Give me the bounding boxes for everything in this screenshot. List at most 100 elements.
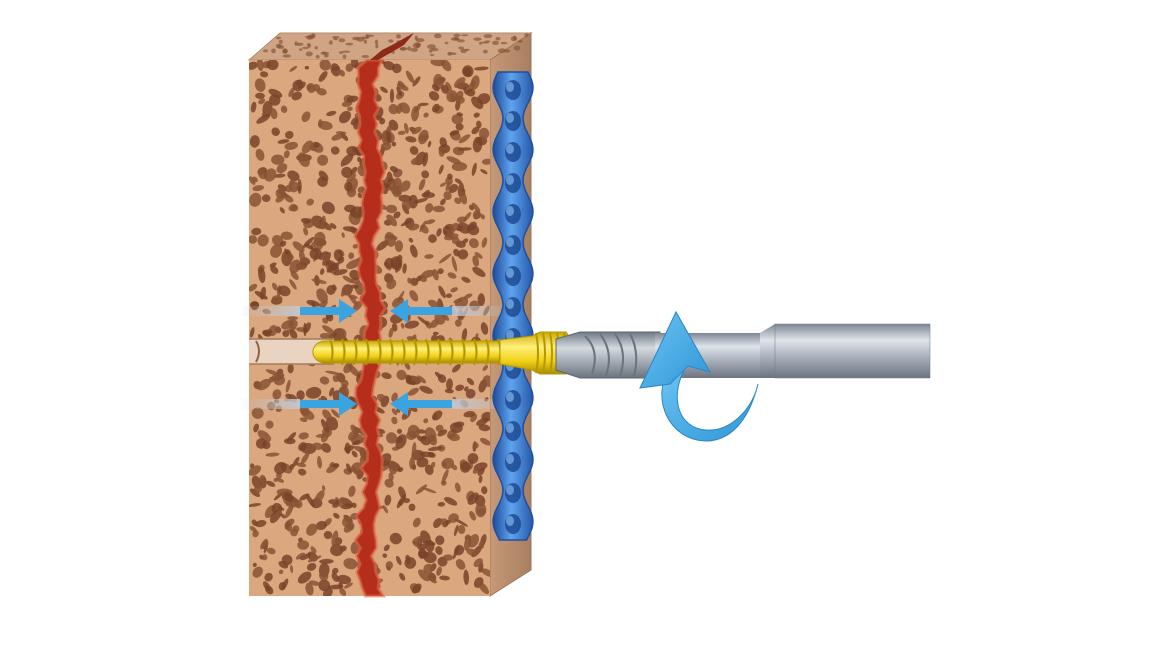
screw-shank (312, 340, 501, 364)
trabecular-pore (432, 413, 438, 421)
trabecular-pore (461, 276, 471, 283)
trabecular-pore (330, 544, 344, 557)
trabecular-pore (320, 419, 330, 433)
trabecular-pore (331, 530, 339, 547)
trabecular-pore (383, 61, 396, 71)
trabecular-pore (461, 328, 468, 342)
trabecular-pore (438, 285, 446, 299)
trabecular-pore (268, 88, 283, 98)
trabecular-pore (350, 60, 359, 68)
trabecular-pore-top (461, 34, 469, 37)
trabecular-pore (408, 223, 420, 231)
trabecular-pore-top (332, 36, 340, 39)
trabecular-pore (341, 503, 353, 510)
trabecular-pore (419, 385, 433, 394)
trabecular-pore (348, 485, 356, 497)
plate-highlight (506, 330, 514, 340)
trabecular-pore (249, 327, 255, 338)
trabecular-pore (255, 438, 267, 449)
trabecular-pore (394, 240, 403, 253)
trabecular-pore-top (311, 33, 316, 37)
trabecular-pore (446, 378, 453, 391)
trabecular-pore (466, 224, 480, 236)
trabecular-pore-top (407, 46, 412, 51)
trabecular-pore-top (450, 37, 460, 41)
motion-trail (452, 399, 512, 409)
compression-arrow-icon (390, 392, 452, 416)
trabecular-pore (318, 579, 331, 592)
trabecular-pore (428, 234, 437, 243)
trabecular-pore (478, 541, 485, 549)
trabecular-pore (395, 434, 407, 449)
trabecular-pore (412, 76, 421, 87)
trabecular-pore (386, 125, 393, 133)
trabecular-pore (300, 553, 312, 561)
trabecular-pore (480, 169, 488, 175)
cortical-screw (312, 331, 571, 375)
trabecular-pore (280, 231, 293, 240)
trabecular-pore-top (329, 40, 333, 45)
trabecular-pore (297, 152, 310, 168)
trabecular-pore (432, 269, 439, 281)
trabecular-pore (323, 530, 333, 540)
trabecular-pore (253, 484, 263, 494)
trabecular-pore (408, 503, 416, 511)
trabecular-pore (319, 558, 334, 564)
trabecular-pore (453, 524, 459, 537)
trabecular-pore (380, 142, 392, 151)
trabecular-pore (473, 112, 480, 118)
compression-arrow-icon (300, 392, 357, 416)
trabecular-pore (458, 190, 468, 205)
fracture-line (352, 58, 387, 598)
trabecular-pore (476, 120, 482, 129)
trabecular-pore (339, 69, 345, 77)
trabecular-pore (255, 148, 265, 161)
trabecular-pore (328, 499, 340, 505)
trabecular-pore (448, 184, 459, 193)
trabecular-pore (428, 91, 440, 101)
trabecular-pore (274, 510, 283, 519)
screw-thread (352, 338, 358, 366)
trabecular-pore (331, 463, 340, 468)
trabecular-pore (308, 580, 320, 586)
trabecular-pore (435, 535, 445, 545)
plate-highlight (506, 485, 514, 495)
trabecular-pore (285, 504, 294, 518)
trabecular-pore (250, 101, 257, 113)
trabecular-pore (351, 450, 358, 458)
trabecular-pore (346, 95, 359, 103)
trabecular-pore (457, 222, 471, 234)
trabecular-pore (252, 562, 257, 568)
trabecular-pore-top (524, 33, 529, 37)
trabecular-pore (252, 185, 264, 192)
trabecular-pore (399, 572, 406, 581)
trabecular-pore (321, 442, 332, 453)
trabecular-pore (344, 181, 353, 192)
trabecular-pore (351, 465, 358, 476)
trabecular-pore (257, 378, 271, 391)
plate-highlight (506, 423, 514, 433)
trabecular-pore (480, 322, 489, 335)
trabecular-pore (471, 202, 481, 213)
trabecular-pore (319, 376, 330, 385)
trabecular-pore-top (374, 39, 379, 45)
trabecular-pore (454, 319, 462, 327)
trabecular-pore (346, 463, 352, 473)
trabecular-pore (311, 278, 327, 284)
trabecular-pore (262, 581, 271, 592)
trabecular-pore (315, 433, 327, 438)
trabecular-pore (298, 432, 309, 440)
trabecular-pore-top (444, 41, 449, 45)
trabecular-pore (278, 582, 286, 591)
trabecular-pore (441, 84, 449, 94)
plate-highlight (506, 206, 514, 216)
trabecular-pore (475, 502, 487, 518)
trabecular-pore (427, 446, 443, 452)
trabecular-pore (251, 407, 264, 419)
motion-trail (240, 306, 300, 316)
trabecular-pore (471, 126, 480, 135)
trabecular-pore (326, 110, 337, 117)
trabecular-pore-top (518, 39, 523, 43)
trabecular-pore (407, 277, 412, 284)
trabecular-pore (340, 285, 349, 297)
